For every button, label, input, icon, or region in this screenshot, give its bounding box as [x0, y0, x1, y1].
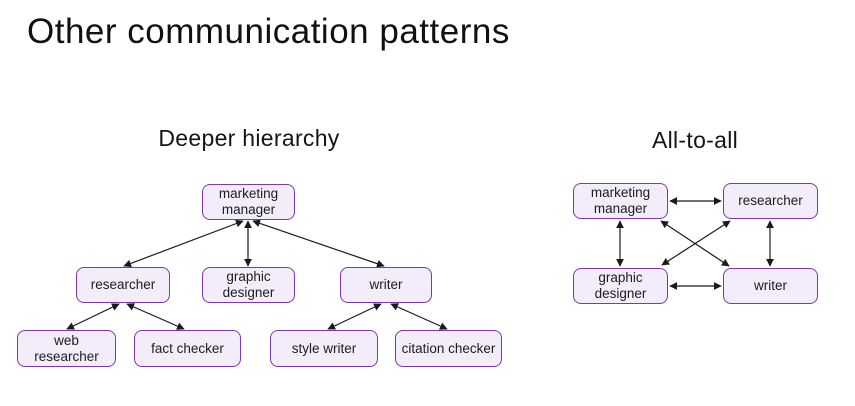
node-hierarchy-style-writer: style writer	[270, 330, 378, 367]
node-hierarchy-citation-checker: citation checker	[395, 330, 502, 367]
node-hierarchy-graphic-designer: graphic designer	[202, 267, 295, 303]
edge-writer-style-writer	[327, 303, 382, 330]
edge-researcher-web-researcher	[66, 303, 120, 330]
edge-a2a-researcher-gd	[661, 220, 731, 266]
all-to-all-diagram-title: All-to-all	[651, 127, 739, 153]
node-alltoall-marketing-manager: marketing manager	[573, 183, 668, 219]
node-alltoall-researcher: researcher	[723, 183, 818, 219]
hierarchy-diagram-title: Deeper hierarchy	[158, 125, 340, 151]
node-alltoall-graphic-designer: graphic designer	[573, 268, 668, 304]
node-hierarchy-web-researcher: web researcher	[17, 330, 116, 367]
edge-writer-citation-checker	[390, 303, 448, 330]
edge-mm-researcher	[123, 219, 244, 268]
node-hierarchy-researcher: researcher	[76, 267, 170, 303]
edge-researcher-fact-checker	[126, 303, 185, 330]
node-hierarchy-marketing-manager: marketing manager	[202, 184, 295, 220]
node-alltoall-writer: writer	[723, 268, 818, 304]
page-title: Other communication patterns	[27, 12, 510, 51]
node-hierarchy-writer: writer	[340, 267, 432, 303]
node-hierarchy-fact-checker: fact checker	[134, 330, 241, 367]
edge-mm-writer	[252, 219, 385, 268]
